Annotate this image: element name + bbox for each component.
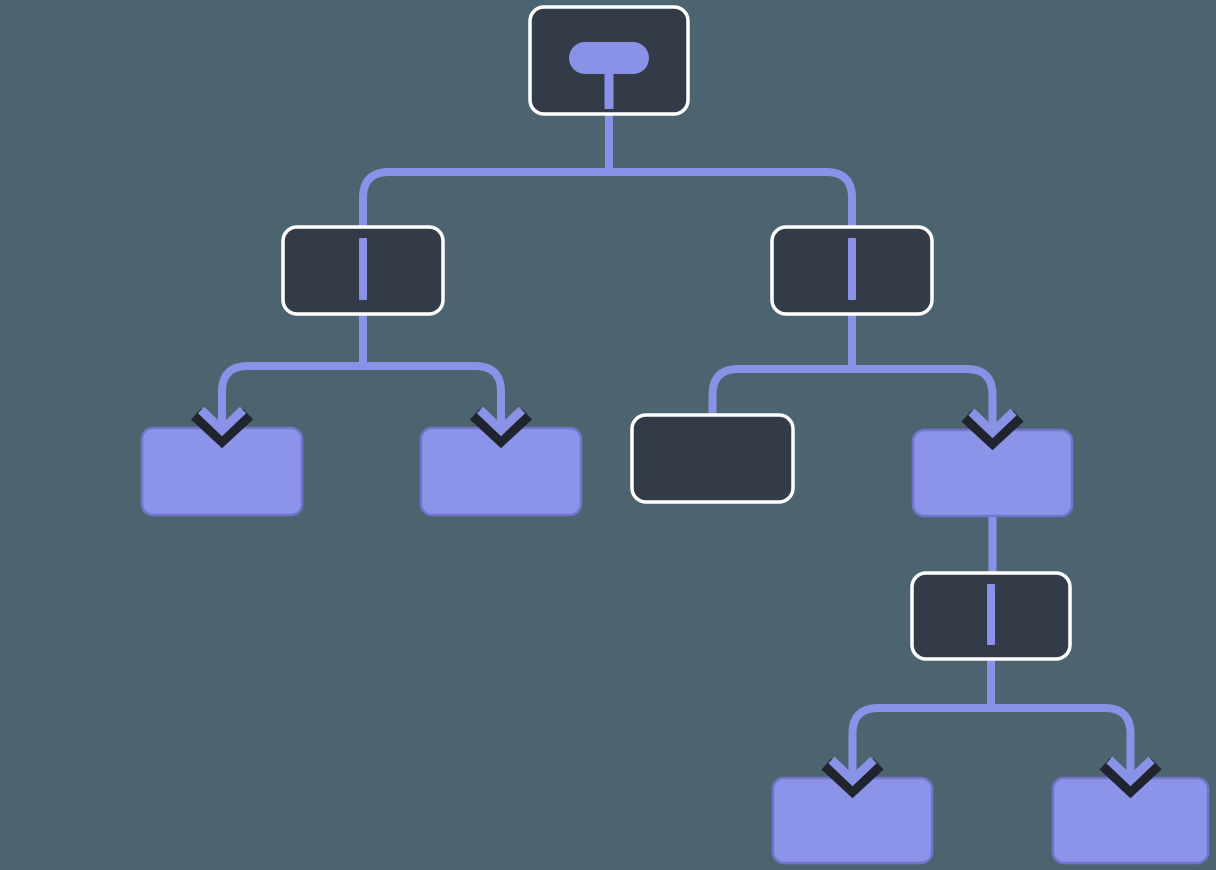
connector-elbow — [852, 365, 997, 436]
chevron-arrow-icon — [1099, 756, 1162, 799]
pill-icon — [569, 42, 649, 109]
connector-elbow — [609, 168, 856, 229]
chevron-dark — [961, 410, 1024, 451]
chevron-arrow-icon — [469, 406, 533, 449]
chevron-dark — [190, 408, 254, 449]
connector-left-split — [218, 314, 505, 434]
node-branch-bottom[interactable] — [910, 571, 1072, 661]
chevron-purple — [197, 406, 247, 437]
chevron-purple — [476, 406, 526, 437]
connector-elbow — [708, 365, 852, 417]
chevron-dark — [469, 408, 533, 449]
node-child-plain[interactable] — [630, 413, 795, 504]
chevron-purple — [968, 408, 1017, 439]
node-branch-right[interactable] — [770, 225, 934, 316]
node-branch-left[interactable] — [281, 225, 445, 316]
arrowheads-layer — [190, 406, 1162, 799]
chevron-arrow-icon — [190, 406, 254, 449]
connectors-layer — [218, 114, 1135, 784]
pass-through-line-icon — [359, 238, 367, 300]
chevron-dark — [1099, 758, 1162, 799]
pill-stem — [604, 70, 614, 109]
chevron-purple — [828, 756, 877, 787]
connector-bottom-split — [848, 659, 1135, 784]
connector-root-split — [359, 114, 856, 229]
chevron-arrow-icon — [821, 756, 884, 799]
pass-through-line-icon — [848, 238, 856, 300]
connector-elbow — [359, 168, 609, 229]
dark-node-box — [630, 413, 795, 504]
chevron-arrow-icon — [961, 408, 1024, 451]
pill-shape — [569, 42, 649, 74]
connector-right-split — [708, 314, 997, 436]
chevron-purple — [1106, 756, 1155, 787]
chevron-dark — [821, 758, 884, 799]
connector-elbow — [848, 704, 991, 784]
node-root[interactable] — [528, 5, 690, 116]
nodes-layer — [140, 5, 1210, 865]
connector-elbow — [991, 704, 1135, 784]
connector-elbow — [363, 362, 505, 434]
connector-elbow — [218, 362, 363, 434]
pass-through-line-icon — [987, 584, 995, 645]
